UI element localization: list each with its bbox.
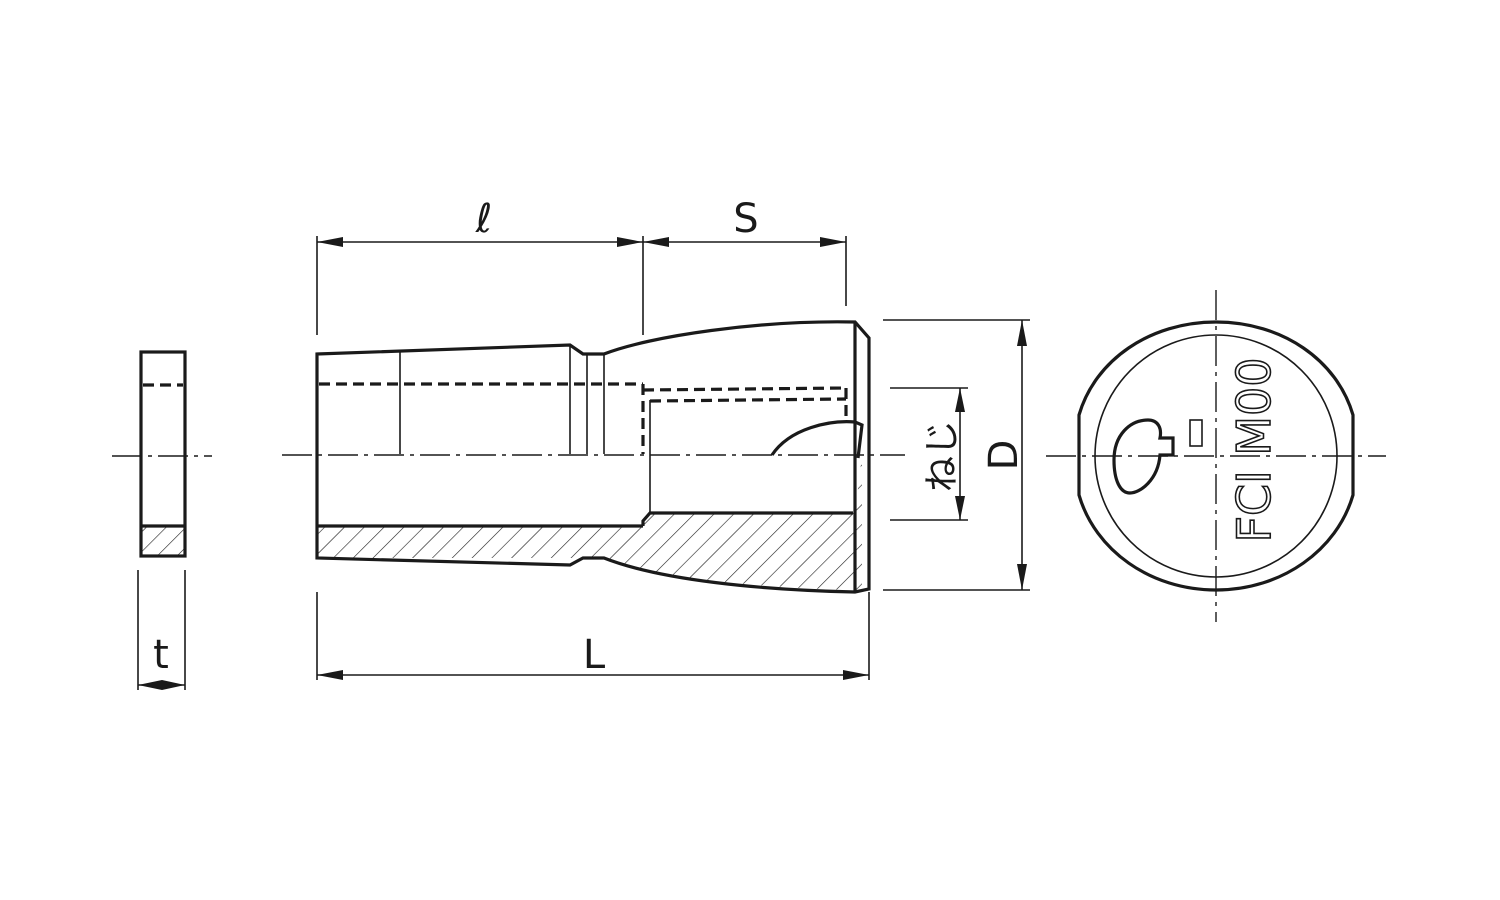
s-arrow-left [643,237,669,247]
L-arrow-left [317,670,343,680]
l-arrow-left [317,237,343,247]
t-label: t [153,632,169,678]
t-arrow-left [138,680,162,690]
end-view: FCI M00 [1046,290,1386,622]
body-outline [315,320,871,594]
hidden-thread-minor [649,397,847,403]
D-arrow-top [1017,320,1027,346]
dimensions: ℓ S L D ねじ [316,196,1030,680]
index-mark [1189,419,1203,447]
L-label: L [583,632,606,678]
thread-label: ねじ [922,420,963,492]
s-arrow-right [820,237,846,247]
washer-section-hatch [141,527,185,556]
thread-arrow-top [955,388,965,412]
body-side-view [282,320,905,594]
end-view-outer [1077,320,1355,592]
body-section-hatch [317,455,862,590]
l-arrow-right [617,237,643,247]
thread-arrow-bottom [955,496,965,520]
L-arrow-right [843,670,869,680]
t-arrow-right [162,680,185,690]
D-arrow-bottom [1017,564,1027,590]
thread-bottom-line [641,511,853,526]
D-label: D [981,440,1027,471]
s-label: S [733,196,758,242]
slot-curve [770,420,864,459]
washer-side-view: t [112,350,212,690]
marking-text: FCI M00 [1227,358,1281,543]
hidden-thread-major [642,386,847,392]
l-label: ℓ [475,196,493,242]
key-slot-shape [1112,418,1175,495]
